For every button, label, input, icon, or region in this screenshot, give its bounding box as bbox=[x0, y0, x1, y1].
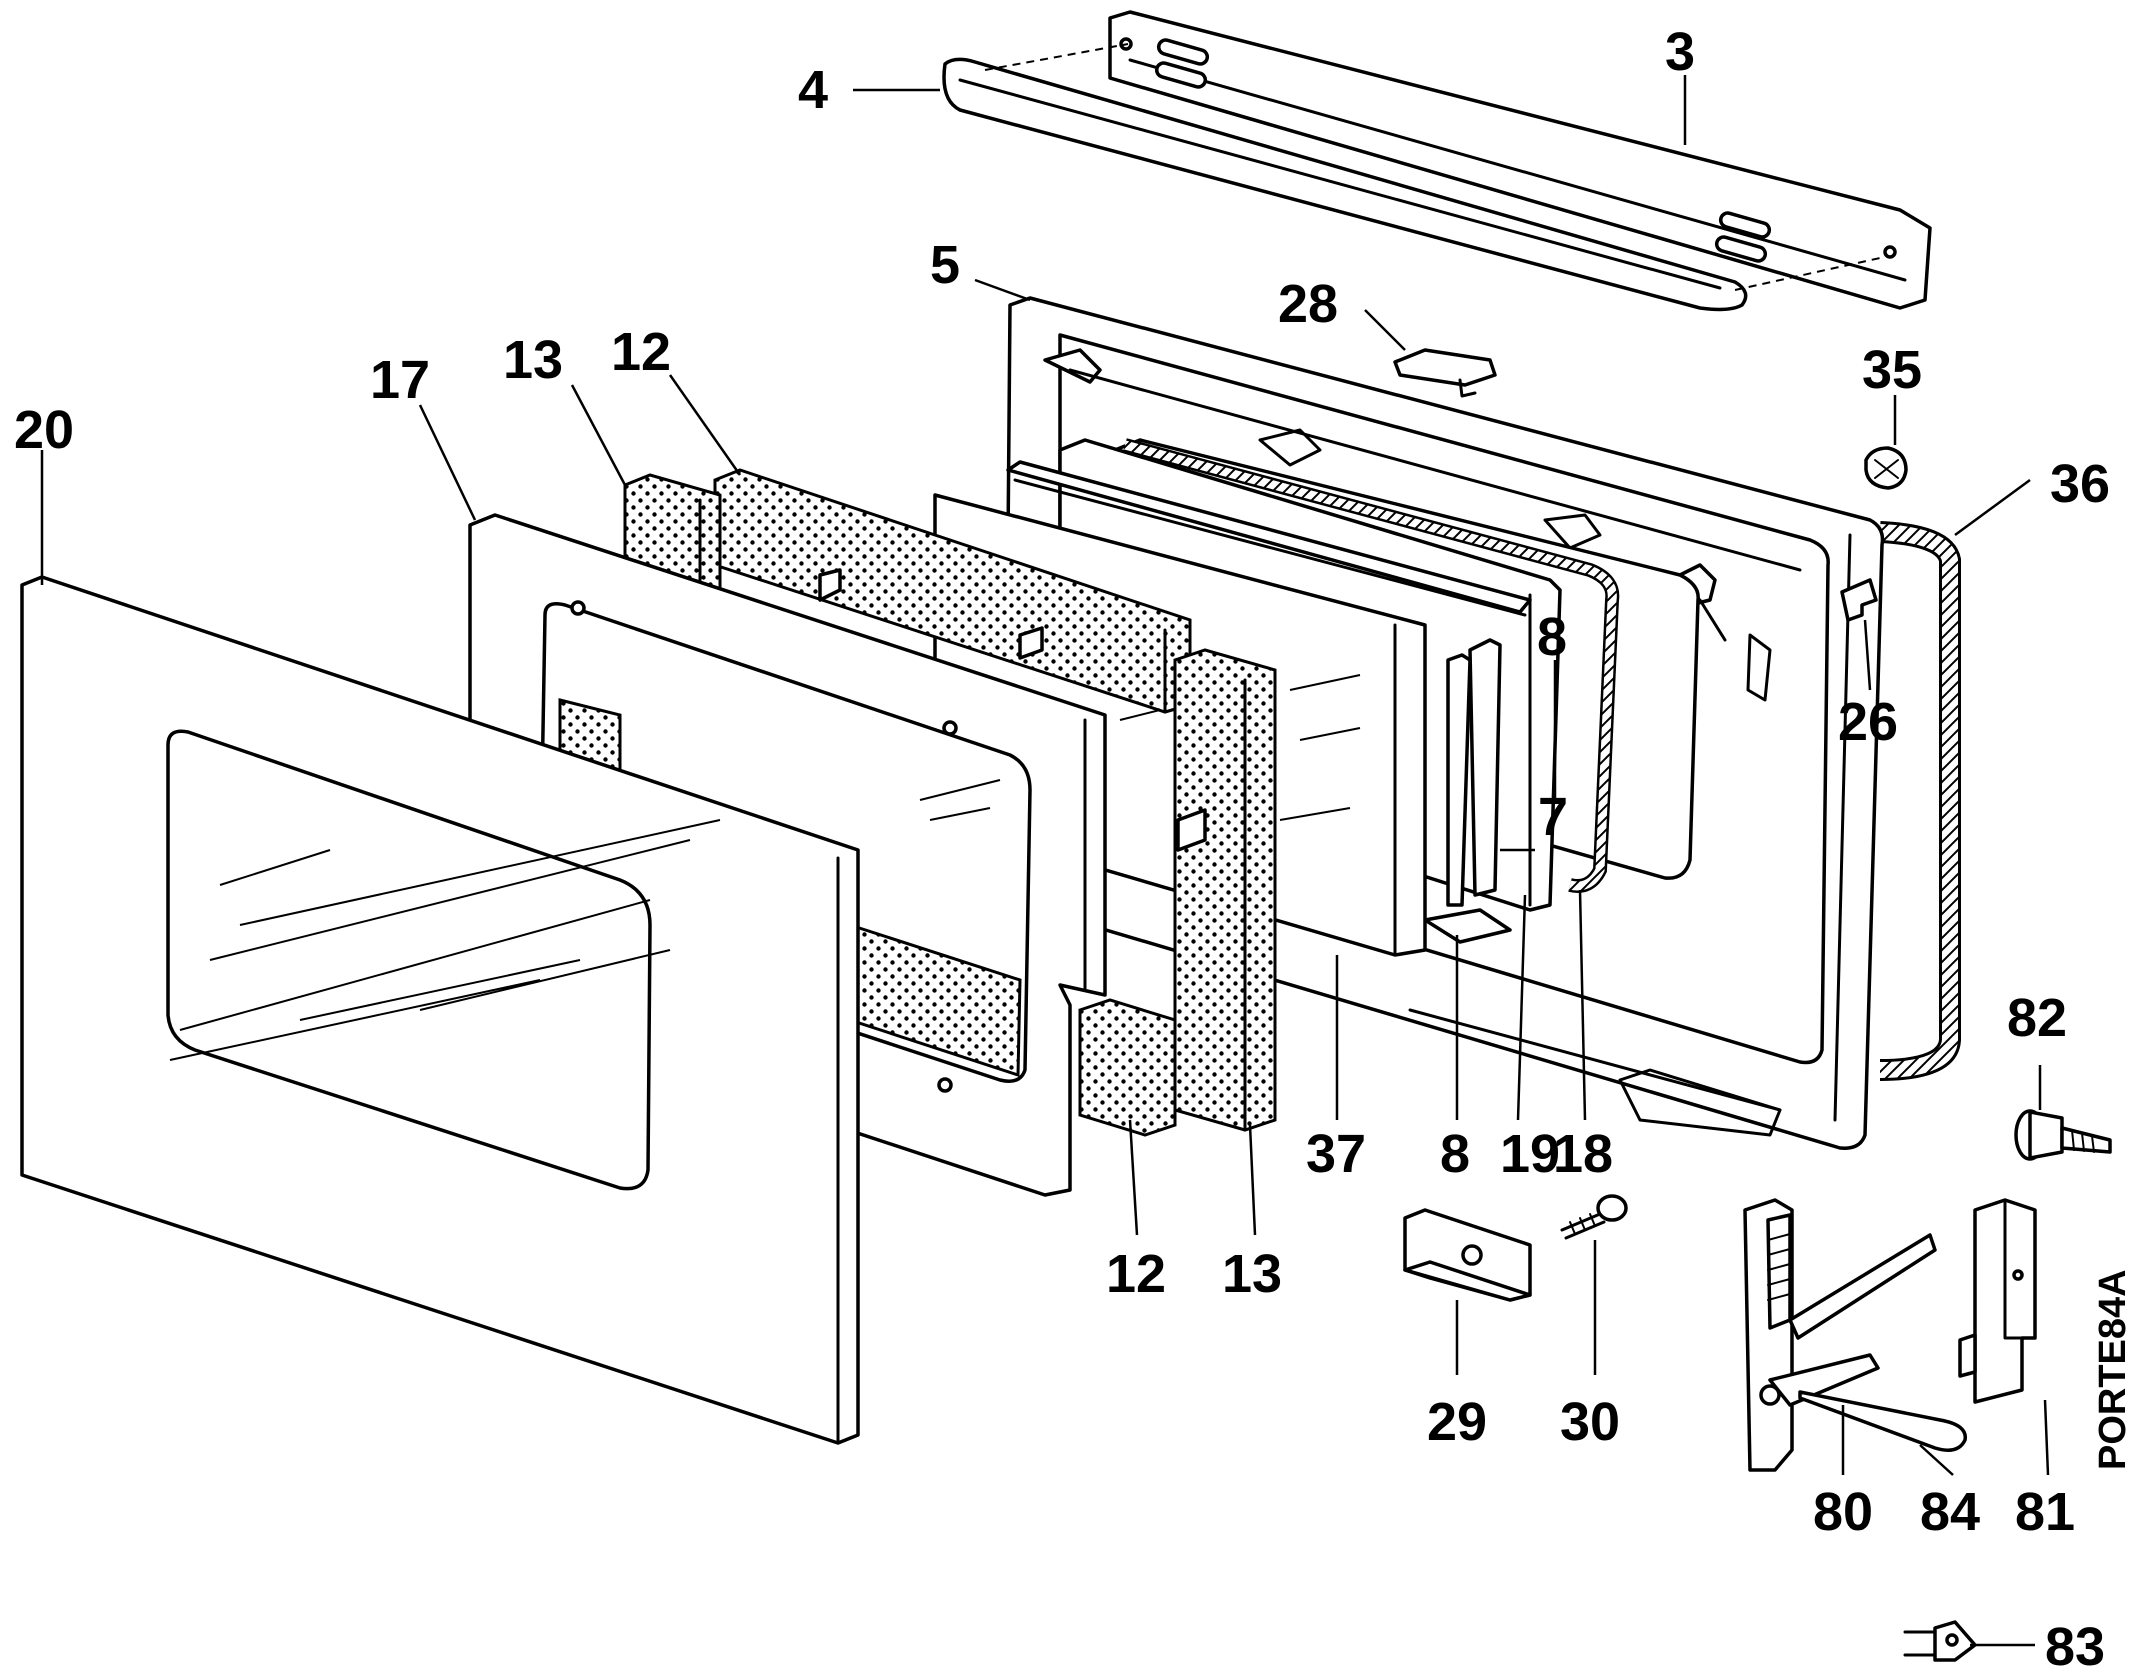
label-part-7: 7 bbox=[1538, 787, 1568, 847]
label-part-84: 84 bbox=[1920, 1482, 1980, 1542]
label-part-3: 3 bbox=[1665, 22, 1695, 82]
label-part-37: 37 bbox=[1306, 1124, 1366, 1184]
bracket-part-29 bbox=[1403, 1208, 1532, 1302]
label-part-28: 28 bbox=[1278, 274, 1338, 334]
label-part-29: 29 bbox=[1427, 1392, 1487, 1452]
label-part-12-top: 12 bbox=[611, 322, 671, 382]
label-part-13-top: 13 bbox=[503, 330, 563, 390]
outer-glass-door-part-20 bbox=[20, 575, 860, 1445]
label-part-4: 4 bbox=[798, 60, 828, 120]
label-part-5: 5 bbox=[930, 235, 960, 295]
label-part-35: 35 bbox=[1862, 340, 1922, 400]
part-labels: 4 3 5 28 35 36 26 8 7 20 17 13 12 37 8 1… bbox=[14, 22, 2134, 1677]
insulation-block-12-bottom bbox=[1078, 998, 1177, 1137]
label-part-36: 36 bbox=[2050, 454, 2110, 514]
label-part-30: 30 bbox=[1560, 1392, 1620, 1452]
insulation-strip-13-right bbox=[1173, 648, 1277, 1132]
plate-part-83 bbox=[1903, 1620, 1977, 1662]
hinge-part-80 bbox=[1743, 1198, 1937, 1472]
label-part-19: 19 bbox=[1500, 1124, 1560, 1184]
label-part-12-bottom: 12 bbox=[1106, 1244, 1166, 1304]
hinge-receiver-part-81 bbox=[1958, 1198, 2037, 1404]
label-part-20: 20 bbox=[14, 400, 74, 460]
rope-gasket-part bbox=[1879, 521, 1961, 1081]
clip-part-28 bbox=[1393, 348, 1497, 398]
label-part-81: 81 bbox=[2015, 1482, 2075, 1542]
label-part-80: 80 bbox=[1813, 1482, 1873, 1542]
label-part-82: 82 bbox=[2007, 988, 2067, 1048]
nut-part-35 bbox=[1864, 446, 1908, 490]
pin-part-84 bbox=[1798, 1390, 1968, 1452]
label-part-8-bottom: 8 bbox=[1440, 1124, 1470, 1184]
label-part-83: 83 bbox=[2045, 1617, 2105, 1677]
screw-part-30 bbox=[1560, 1194, 1628, 1240]
top-rail-part bbox=[1108, 10, 1932, 310]
leader-lines bbox=[40, 75, 2050, 1647]
stud-part-82 bbox=[2014, 1109, 2112, 1161]
retainer-rails-part bbox=[1006, 460, 1532, 944]
latch-clip-part-26 bbox=[1840, 578, 1878, 622]
label-part-17: 17 bbox=[370, 350, 430, 410]
drawing-reference: PORTE84A bbox=[2092, 1269, 2134, 1470]
label-part-8-top: 8 bbox=[1537, 607, 1567, 667]
label-part-18: 18 bbox=[1553, 1124, 1613, 1184]
label-part-13-bottom: 13 bbox=[1222, 1244, 1282, 1304]
label-part-26: 26 bbox=[1838, 692, 1898, 752]
trim-strip-part bbox=[942, 43, 1881, 312]
